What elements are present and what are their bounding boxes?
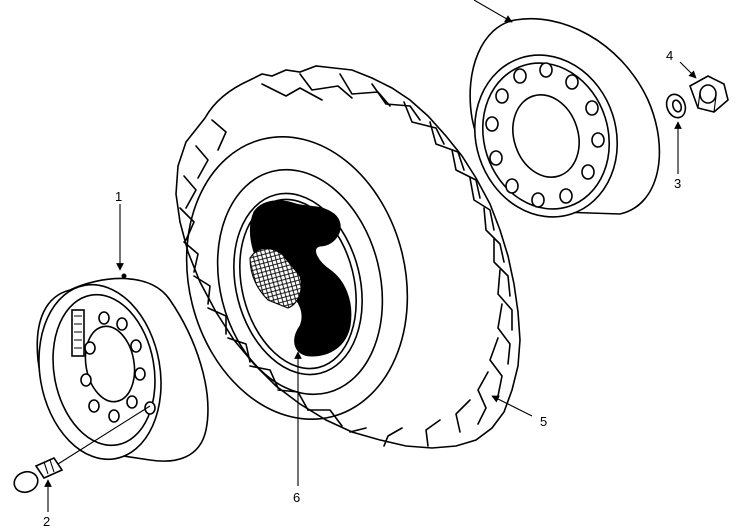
leader-5 (491, 395, 533, 417)
leader-top (473, 0, 513, 23)
tire-sidewall (185, 136, 409, 420)
tire-bead (216, 168, 384, 396)
leader-2 (57, 405, 151, 465)
rim-half-inner-face (52, 293, 156, 447)
leader-4 (679, 61, 697, 79)
rim-half-inner (36, 273, 209, 462)
callout-5: 5 (540, 414, 547, 429)
callout-6: 6 (293, 490, 300, 505)
rim-half-outer-face (481, 62, 611, 210)
bolt (13, 456, 64, 494)
tire-tread-lugs (179, 73, 513, 447)
tire (175, 65, 521, 449)
rim-valve-slot (71, 309, 85, 357)
rim-half-outer-bolt-holes (485, 62, 605, 208)
rim-half-outer-hub (512, 94, 580, 178)
rim-half-outer (469, 17, 661, 218)
callout-3: 3 (674, 176, 681, 191)
callout-2: 2 (43, 514, 50, 528)
callout-1: 1 (115, 189, 122, 204)
callout-leaders (44, 0, 697, 512)
inner-tube-mesh (249, 247, 302, 309)
lock-washer (665, 93, 687, 119)
nut (689, 75, 729, 113)
callout-4: 4 (666, 48, 673, 63)
rim-half-inner-bolt-holes (80, 311, 156, 423)
callout-labels: 1 2 3 4 5 6 (43, 48, 681, 528)
rim-half-inner-hub (84, 325, 136, 403)
